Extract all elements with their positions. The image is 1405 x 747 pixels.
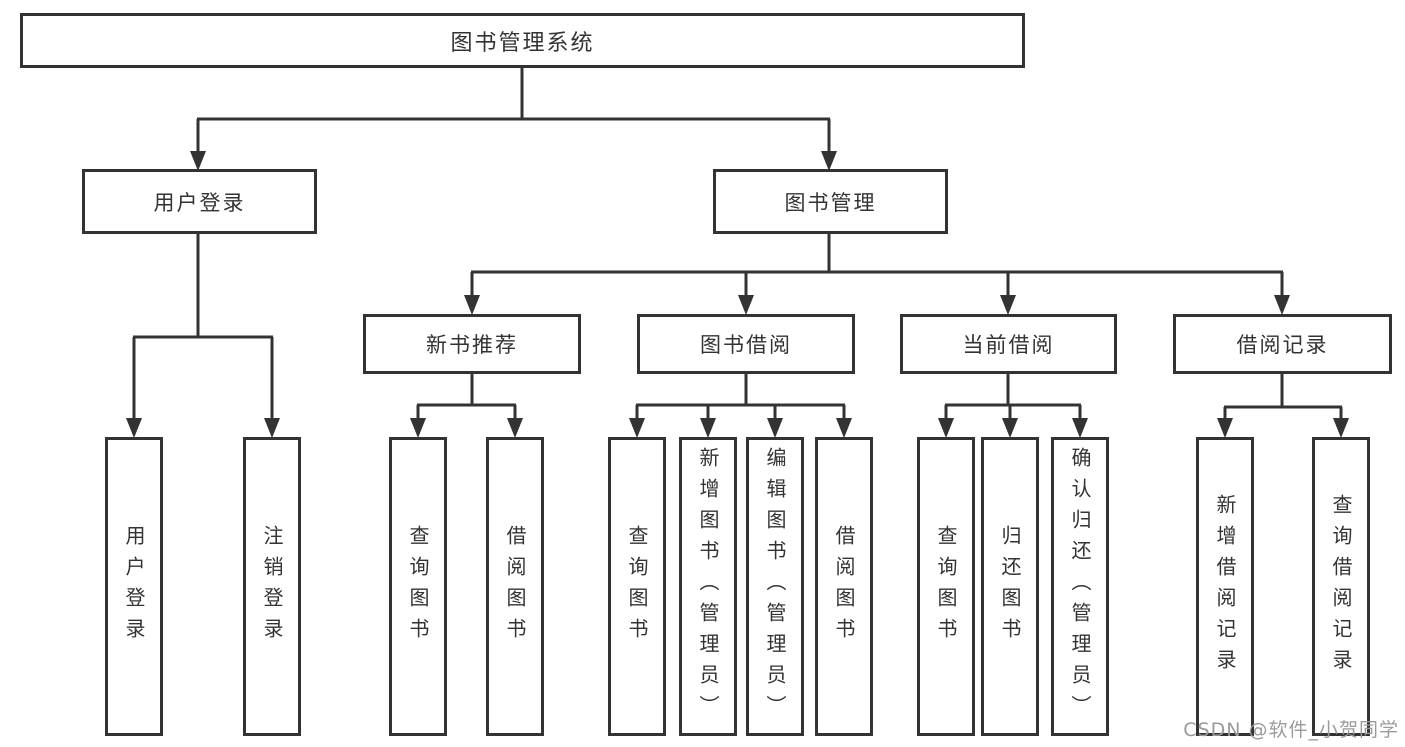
node-library-management-system: 图书管理系统 [20,13,1025,68]
node-current-borrowing: 当前借阅 [900,314,1117,374]
node-borrowing-records: 借阅记录 [1173,314,1392,374]
leaf-user-login: 用户登录 [105,437,163,736]
leaf-confirm-return-admin: 确认归还（管理员） [1051,437,1109,736]
leaf-query-books-current: 查询图书 [917,437,975,736]
node-new-book-recommendation: 新书推荐 [363,314,581,374]
leaf-borrow-books-borrowing: 借阅图书 [815,437,873,736]
leaf-logout: 注销登录 [243,437,301,736]
leaf-return-books: 归还图书 [981,437,1039,736]
node-book-management: 图书管理 [713,169,948,234]
leaf-query-books-recommend: 查询图书 [389,437,447,736]
node-book-borrowing: 图书借阅 [637,314,855,374]
leaf-borrow-books-recommend: 借阅图书 [486,437,544,736]
leaf-add-book-admin: 新增图书（管理员） [679,437,737,736]
leaf-add-borrow-record: 新增借阅记录 [1196,437,1254,736]
node-user-login: 用户登录 [82,169,317,234]
leaf-query-books-borrowing: 查询图书 [608,437,666,736]
leaf-edit-book-admin: 编辑图书（管理员） [746,437,804,736]
leaf-query-borrow-record: 查询借阅记录 [1312,437,1370,736]
watermark: CSDN @软件_小贺同学 [1183,719,1399,741]
